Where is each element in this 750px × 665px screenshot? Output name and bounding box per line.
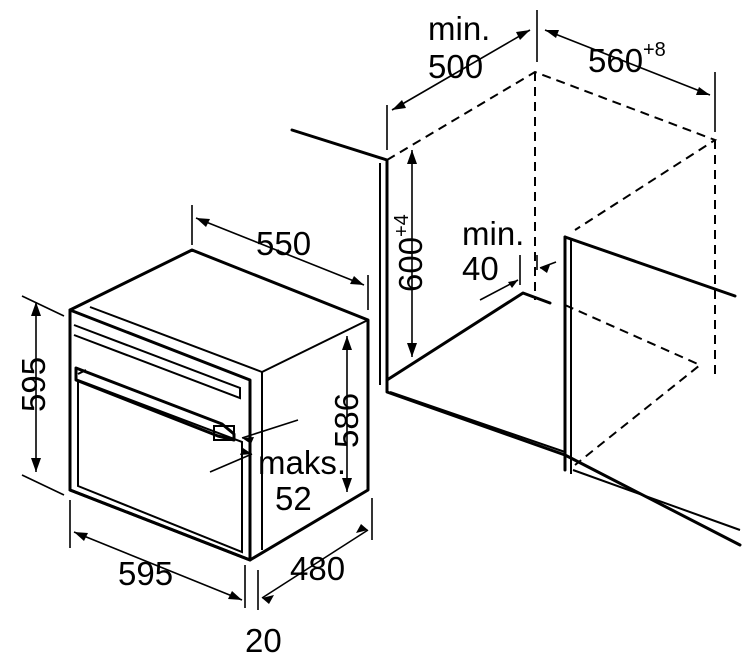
- label-handle-prefix: maks.: [258, 444, 346, 481]
- niche-floor-back: [385, 291, 552, 382]
- niche-floor-front: [385, 380, 742, 547]
- label-niche-depth-prefix: min.: [428, 10, 490, 47]
- label-oven-width-front: 595: [118, 555, 173, 592]
- label-oven-height-body: 586: [328, 393, 365, 448]
- oven: [68, 248, 370, 562]
- label-niche-height: 600 +4: [391, 214, 429, 292]
- label-front-panel: 20: [245, 622, 282, 659]
- label-niche-height-value: 600: [392, 237, 429, 292]
- niche-top-hidden: [386, 70, 718, 231]
- oven-body: [68, 248, 370, 562]
- oven-top-edge: [89, 306, 263, 373]
- label-oven-height-front: 595: [15, 357, 52, 412]
- oven-front: [68, 308, 252, 562]
- cabinet-niche: [290, 70, 742, 547]
- label-oven-width-body: 480: [290, 550, 345, 587]
- label-niche-depth-value: 500: [428, 48, 483, 85]
- cabinet-right-top: [563, 235, 737, 298]
- niche-floor-edge: [389, 391, 566, 453]
- oven-control-strip: [73, 324, 241, 400]
- label-niche-width-value: 560: [588, 42, 643, 79]
- label-rear-gap-value: 40: [462, 250, 499, 287]
- dimension-labels: min. 500 560 +8 600 +4 min. 40 550 595 5…: [15, 10, 666, 659]
- label-niche-width-tolerance: +8: [643, 39, 666, 61]
- oven-handle-bracket-right: [213, 425, 235, 441]
- label-handle-value: 52: [275, 480, 312, 517]
- label-niche-height-tolerance: +4: [391, 214, 413, 237]
- oven-handle-bracket-left: [77, 369, 87, 375]
- label-rear-gap-prefix: min.: [462, 215, 524, 252]
- label-oven-depth: 550: [256, 225, 311, 262]
- oven-top-right: [261, 319, 369, 373]
- cabinet-right-floor: [572, 469, 741, 531]
- dimension-lines: [21, 10, 716, 610]
- oven-door: [77, 378, 243, 554]
- niche-bottom-hidden: [564, 304, 702, 466]
